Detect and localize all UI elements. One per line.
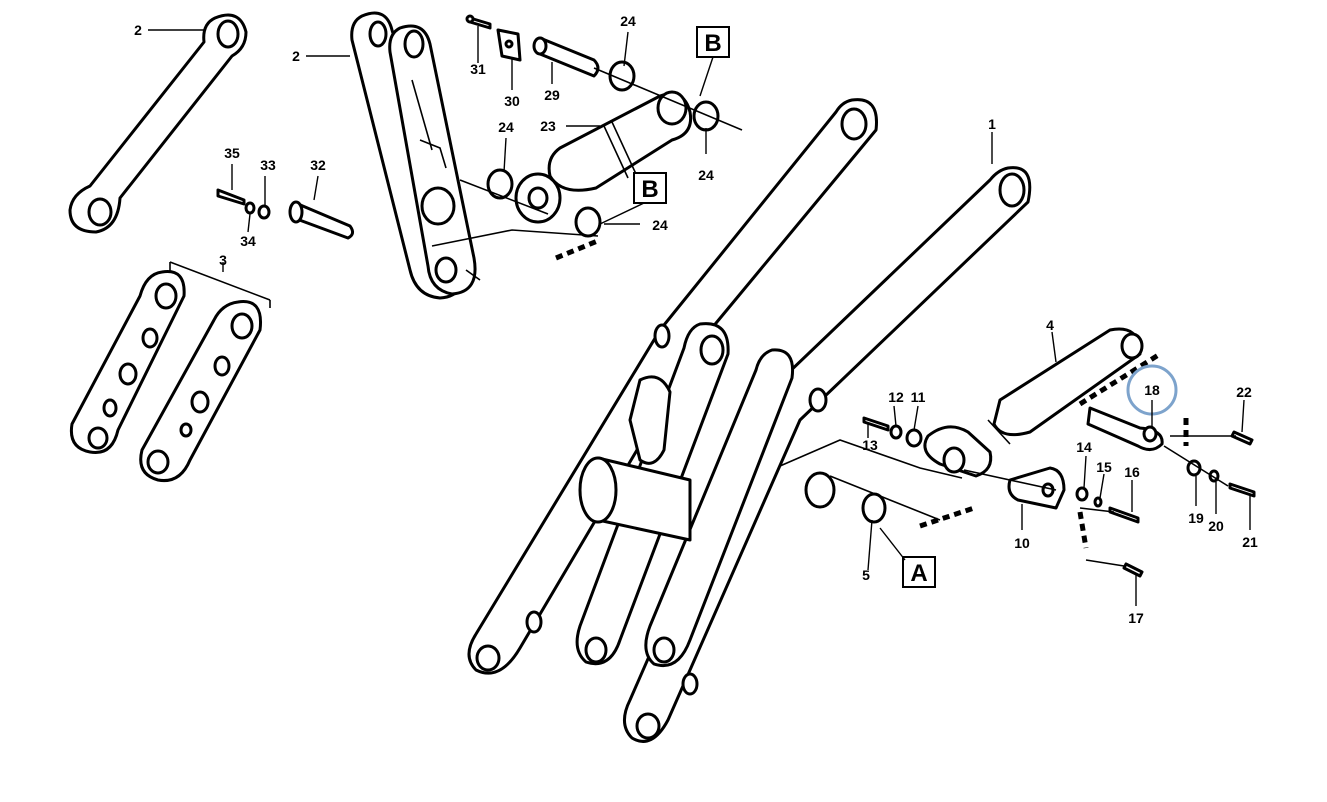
label-part-16: 16 (1124, 464, 1140, 480)
bolt-part-35 (216, 188, 246, 206)
callout-b-mid-label: B (641, 176, 658, 203)
callout-b-top-label: B (704, 30, 721, 57)
link-arm-part-2 (68, 13, 248, 234)
part-labels: 2 2 3 31 30 29 24 24 24 24 23 35 33 32 3… (134, 13, 1258, 626)
washer-part-11 (905, 428, 923, 448)
label-part-33: 33 (260, 157, 276, 173)
bolt-part-21 (1228, 482, 1256, 498)
label-part-3: 3 (219, 252, 227, 268)
o-ring-part-5 (861, 492, 887, 524)
label-part-24-top: 24 (620, 13, 636, 29)
label-part-22: 22 (1236, 384, 1252, 400)
label-part-2-lever: 2 (292, 48, 300, 64)
spacer-part-33 (257, 204, 271, 220)
label-part-24-bottom: 24 (652, 217, 668, 233)
lever-pair-part-2 (350, 11, 477, 300)
bushing-part-18 (1086, 406, 1164, 451)
leader-lines (148, 26, 1251, 606)
bolt-part-13 (862, 416, 890, 432)
label-part-18: 18 (1144, 382, 1160, 398)
washer-part-34 (244, 201, 256, 215)
label-part-21: 21 (1242, 534, 1258, 550)
callout-a-label: A (910, 560, 927, 587)
plate-part-30 (496, 28, 522, 62)
grease-nipple-part-17 (1122, 562, 1144, 578)
label-part-13: 13 (862, 437, 878, 453)
label-part-32: 32 (310, 157, 326, 173)
label-part-15: 15 (1096, 459, 1112, 475)
link-pair-part-3 (69, 261, 271, 483)
label-part-2-left: 2 (134, 22, 142, 38)
label-part-4: 4 (1046, 317, 1054, 333)
o-rings-part-24 (486, 60, 720, 238)
label-part-14: 14 (1076, 439, 1092, 455)
label-part-20: 20 (1208, 518, 1224, 534)
axis-lines (431, 67, 1236, 567)
washer-part-12 (889, 424, 903, 440)
label-part-19: 19 (1188, 510, 1204, 526)
cylinder-part-4 (923, 327, 1144, 478)
label-part-29: 29 (544, 87, 560, 103)
label-part-34: 34 (240, 233, 256, 249)
label-part-24-left: 24 (498, 119, 514, 135)
label-part-5: 5 (862, 567, 870, 583)
bolt-part-31 (465, 14, 492, 30)
spacer-part-14 (1075, 486, 1089, 502)
label-part-31: 31 (470, 61, 486, 77)
bolt-part-16 (1108, 506, 1140, 524)
label-part-12: 12 (888, 389, 904, 405)
label-part-23: 23 (540, 118, 556, 134)
label-part-35: 35 (224, 145, 240, 161)
callout-b-top: B (696, 26, 730, 97)
pin-part-32 (288, 200, 355, 240)
cylinder-part-23 (514, 90, 693, 224)
lift-arm-part-1 (467, 98, 1032, 743)
pin-part-29 (532, 36, 600, 78)
callout-b-mid: B (599, 172, 667, 225)
dashed-routes (555, 237, 1189, 549)
bushing-part-10 (1007, 466, 1066, 510)
grease-nipple-part-22 (1230, 430, 1254, 446)
label-part-11: 11 (911, 389, 926, 405)
label-part-24-right: 24 (698, 167, 714, 183)
label-part-17: 17 (1128, 610, 1144, 626)
washer-part-15 (1093, 496, 1103, 508)
label-part-10: 10 (1014, 535, 1030, 551)
label-part-1: 1 (988, 116, 996, 132)
label-part-30: 30 (504, 93, 520, 109)
callout-a: A (879, 527, 936, 588)
